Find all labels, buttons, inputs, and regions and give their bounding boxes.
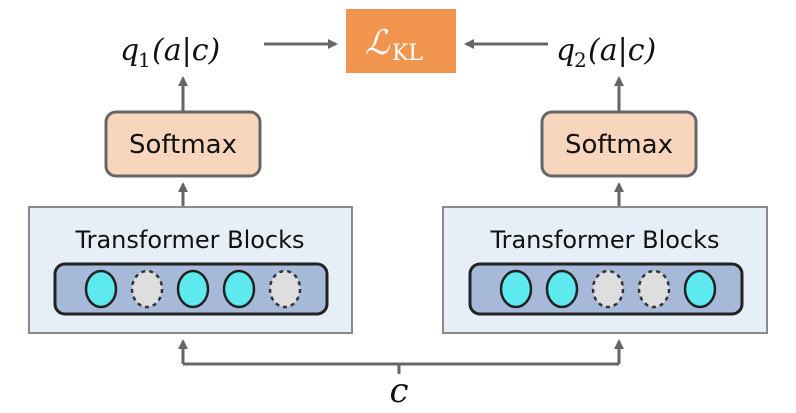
right-softmax-box: [540, 110, 698, 178]
kl-loss-subscript: KL: [392, 41, 423, 66]
input-label: c: [389, 371, 408, 411]
right-output-args: (a|c): [588, 33, 656, 68]
left-token-active-3: [176, 269, 210, 309]
right-softmax-label: Softmax: [565, 130, 673, 160]
left-token-group: [84, 269, 302, 309]
left-softmax-label: Softmax: [129, 130, 237, 160]
left-token-active-4: [222, 269, 256, 309]
right-transformer-label: Transformer Blocks: [489, 226, 719, 254]
left-output-var: q: [120, 33, 139, 68]
left-softmax-box: [104, 110, 262, 178]
left-output-index: 1: [138, 48, 151, 72]
right-token-active-5: [683, 269, 717, 309]
right-output-index: 2: [574, 48, 587, 72]
kl-loss-box: [346, 9, 456, 73]
left-token-active-1: [84, 269, 118, 309]
right-token-masked-4: [637, 269, 671, 309]
left-token-masked-2: [130, 269, 164, 309]
left-transformer-label: Transformer Blocks: [74, 226, 304, 254]
right-token-active-2: [545, 269, 579, 309]
right-token-group: [499, 269, 717, 309]
kl-loss-symbol: ℒ: [365, 23, 391, 63]
right-output-var: q: [556, 33, 575, 68]
right-token-masked-3: [591, 269, 625, 309]
right-token-active-1: [499, 269, 533, 309]
left-token-masked-5: [268, 269, 302, 309]
left-output-args: (a|c): [152, 33, 220, 68]
